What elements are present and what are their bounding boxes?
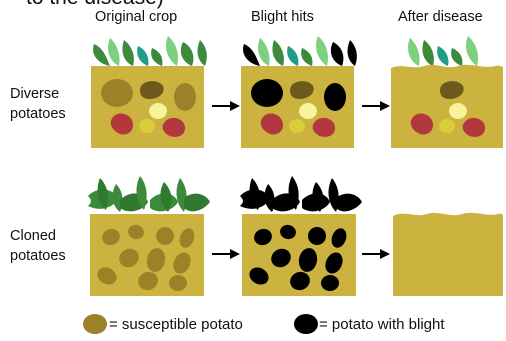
legend-blighted-potato-icon [294,314,318,334]
legend-susceptible-potato-icon [83,314,107,334]
soil-block [391,65,503,148]
blighted-potato [308,227,326,245]
legend-blight-label: = potato with blight [319,316,445,333]
susceptible-potato [156,227,174,245]
susceptible-potato [169,275,187,291]
panel-cloned-after [393,213,503,296]
panel-diverse-original [91,36,207,148]
susceptible-potato [101,79,133,107]
panel-diverse-blight [241,36,357,148]
yellow-potato [139,119,155,133]
panel-cloned-blight [240,176,362,296]
soil-block-empty [393,213,503,296]
light-potato [299,103,317,119]
blighted-potato [321,275,339,291]
plant-leaves [408,36,478,66]
plant-leaves [243,36,357,66]
yellow-potato [289,119,305,133]
panel-cloned-original [88,176,210,296]
blighted-potato [324,83,346,111]
susceptible-potato [174,83,196,111]
yellow-potato [439,119,455,133]
blighted-potato [251,79,283,107]
panel-diverse-after [391,36,503,148]
light-potato [449,103,467,119]
plant-leaves-blighted [240,176,362,212]
plant-leaves [93,36,207,66]
legend-susceptible-label: = susceptible potato [109,316,243,333]
light-potato [149,103,167,119]
plant-leaves [88,176,210,212]
